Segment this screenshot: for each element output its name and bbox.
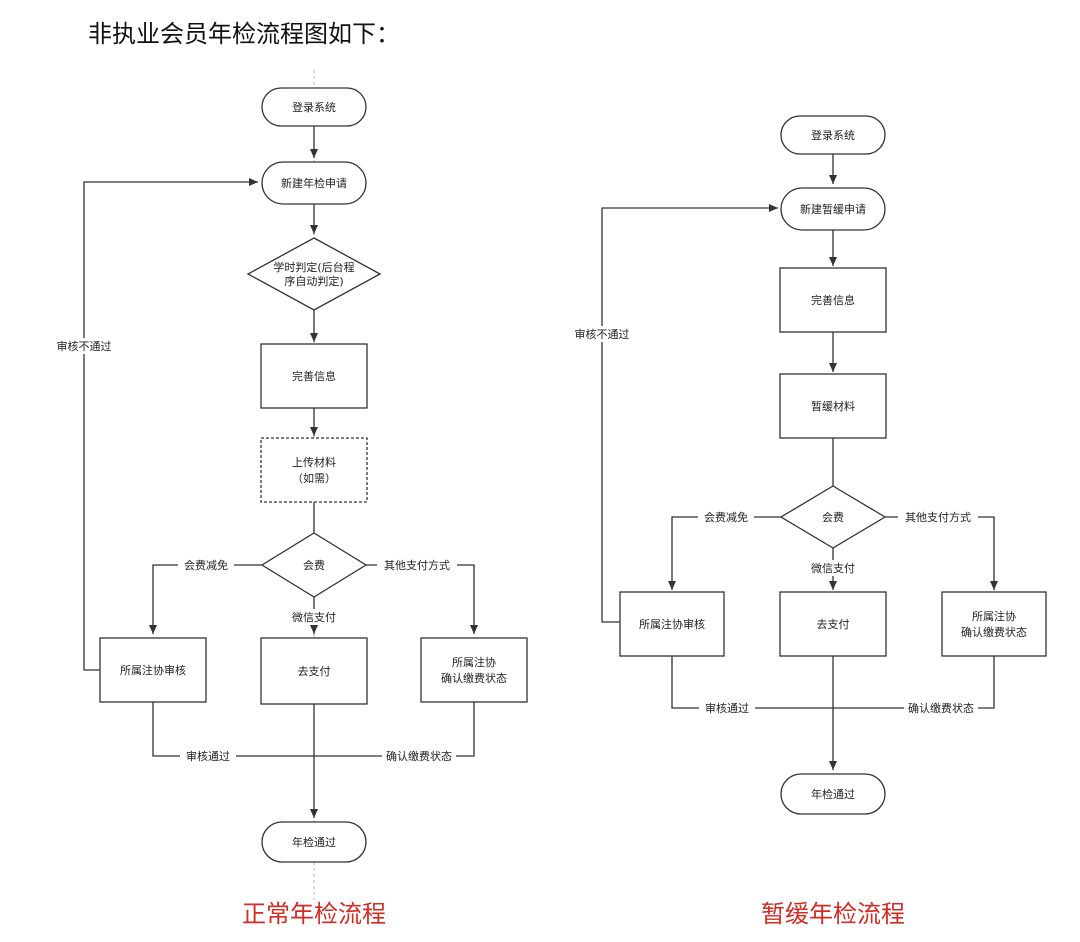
node-judge-label-1: 学时判定(后台程 <box>273 260 354 274</box>
edge-confirm-paid: 确认缴费状态 <box>386 749 452 763</box>
node-login-deferred-label: 登录系统 <box>811 128 855 142</box>
edge-confirm-paid-deferred: 确认缴费状态 <box>908 701 974 715</box>
node-assoc-confirm <box>420 637 528 703</box>
node-defer-material <box>779 373 887 439</box>
node-fee-label: 会费 <box>303 559 325 572</box>
deferred-flowchart: 登录系统 新建暂缓申请 完善信息 暂缓材料 会费 所属注协审核 去支付 所属注协… <box>572 115 1047 928</box>
node-complete-info-label: 完善信息 <box>292 369 336 383</box>
node-passed <box>261 821 367 863</box>
node-passed-deferred-label: 年检通过 <box>811 787 855 801</box>
edge-review-pass-deferred: 审核通过 <box>705 701 749 715</box>
edge-other-pay-deferred: 其他支付方式 <box>905 510 971 524</box>
edge-other-pay: 其他支付方式 <box>384 558 450 572</box>
node-login <box>261 87 367 127</box>
node-assoc-confirm-label-2: 确认缴费状态 <box>441 671 507 685</box>
node-go-pay-deferred <box>779 591 887 657</box>
node-upload-label-2: （如需） <box>292 471 336 485</box>
edge-fee-waiver-deferred: 会费减免 <box>704 510 748 524</box>
node-fee-deferred-label: 会费 <box>822 511 844 524</box>
node-assoc-confirm-label-1: 所属注协 <box>452 655 496 669</box>
node-complete-info-deferred-label: 完善信息 <box>811 293 855 307</box>
edge-review-fail-deferred: 审核不通过 <box>575 327 630 341</box>
edge-fee-waiver: 会费减免 <box>184 558 228 572</box>
edge-wechat-pay-deferred: 微信支付 <box>811 561 855 575</box>
node-defer-material-label: 暂缓材料 <box>811 399 855 413</box>
node-new-defer-apply-label: 新建暂缓申请 <box>800 202 866 216</box>
node-go-pay-label: 去支付 <box>298 665 331 678</box>
node-assoc-confirm-deferred-label-2: 确认缴费状态 <box>961 625 1027 639</box>
node-assoc-review-label: 所属注协审核 <box>120 663 186 677</box>
node-assoc-review-deferred-label: 所属注协审核 <box>639 617 705 631</box>
node-judge-diamond <box>246 237 382 311</box>
node-assoc-confirm-deferred <box>941 591 1047 657</box>
node-assoc-confirm-deferred-label-1: 所属注协 <box>972 609 1016 623</box>
normal-flow-title: 正常年检流程 <box>242 900 386 928</box>
edge-review-fail: 审核不通过 <box>57 339 112 353</box>
node-assoc-review <box>99 637 207 703</box>
node-judge-label-2: 序自动判定) <box>284 274 343 288</box>
node-complete-info <box>260 343 368 409</box>
normal-flowchart: 登录系统 新建年检申请 学时判定(后台程 序自动判定) 完善信息 上传材料 （如… <box>54 70 528 928</box>
node-passed-label: 年检通过 <box>292 835 336 849</box>
node-login-deferred <box>780 115 886 155</box>
node-go-pay-deferred-label: 去支付 <box>817 618 850 631</box>
node-new-apply-label: 新建年检申请 <box>281 176 347 190</box>
node-passed-deferred <box>780 773 886 815</box>
edge-review-pass: 审核通过 <box>186 749 230 763</box>
node-upload <box>260 437 368 503</box>
page-heading: 非执业会员年检流程图如下： <box>88 20 400 48</box>
node-fee-diamond <box>260 532 368 598</box>
node-upload-label-1: 上传材料 <box>292 455 336 469</box>
node-complete-info-deferred <box>779 267 887 333</box>
node-assoc-review-deferred <box>619 591 725 657</box>
node-fee-diamond-deferred <box>779 485 887 549</box>
node-login-label: 登录系统 <box>292 100 336 114</box>
deferred-flow-title: 暂缓年检流程 <box>761 900 905 928</box>
node-new-apply <box>261 161 367 205</box>
node-new-defer-apply <box>780 187 886 231</box>
node-go-pay <box>260 637 368 705</box>
edge-wechat-pay: 微信支付 <box>292 610 336 624</box>
